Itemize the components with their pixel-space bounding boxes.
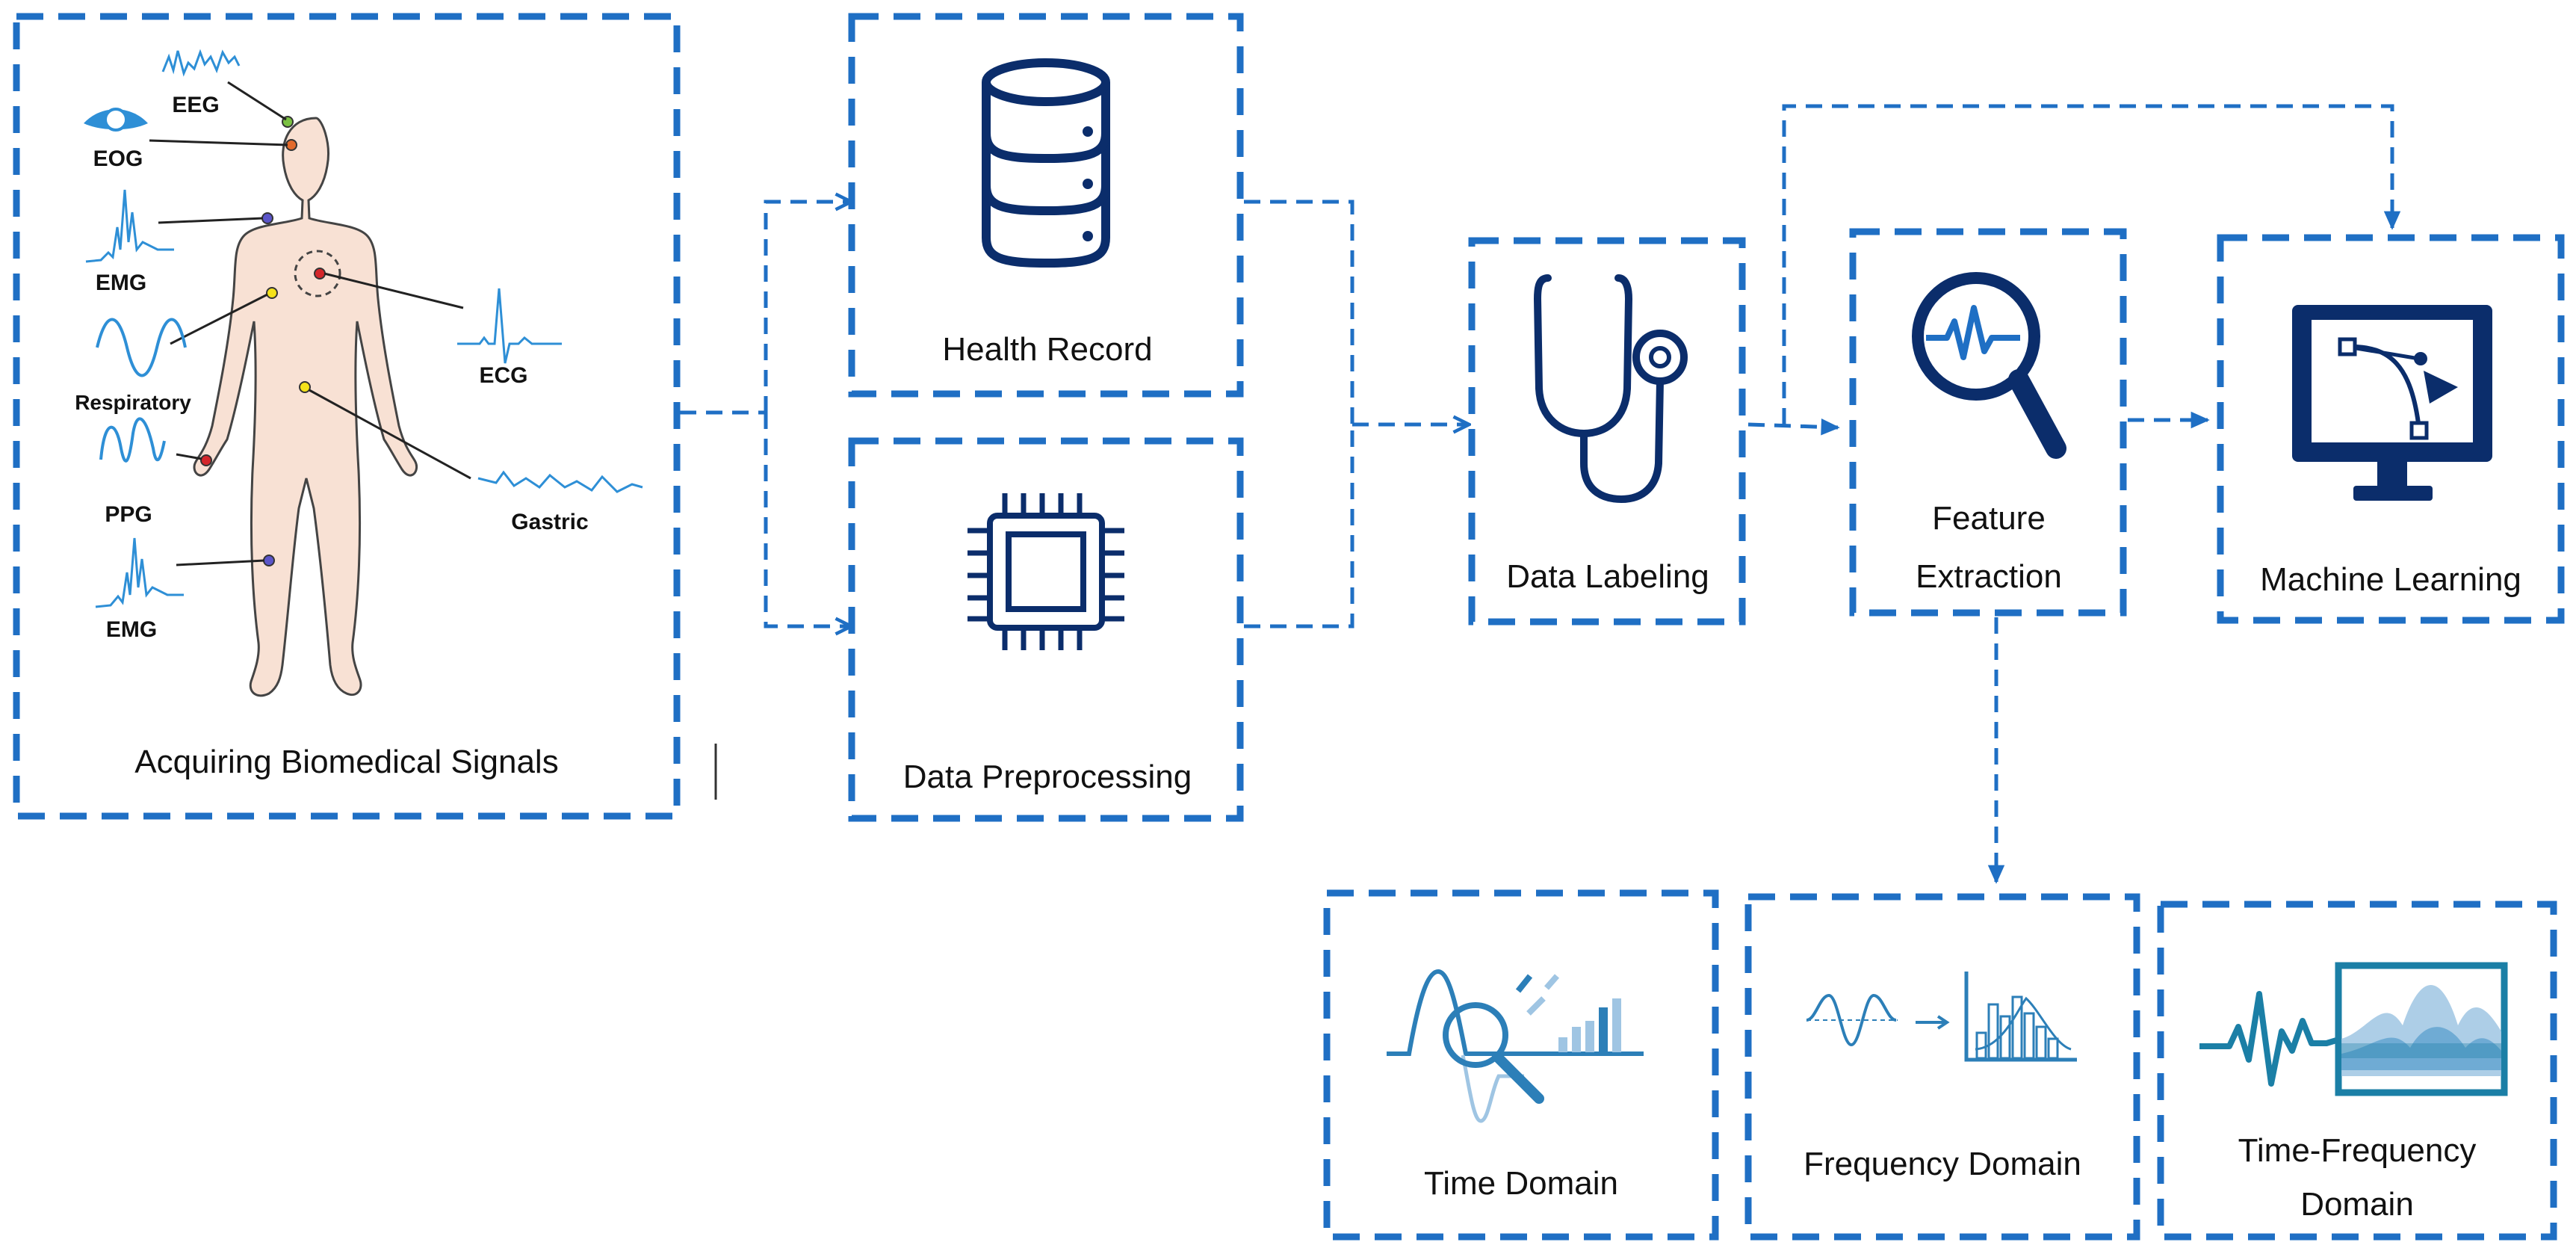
signal-label-respiratory: Respiratory [75, 391, 191, 414]
connector-preproc-merge [1244, 424, 1354, 629]
signal-label-gastric: Gastric [511, 510, 588, 534]
ecg-waveform-icon [457, 288, 562, 364]
label-tf-line2: Domain [2300, 1186, 2414, 1223]
label-time-domain: Time Domain [1424, 1165, 1618, 1202]
label-acquiring: Acquiring Biomedical Signals [134, 744, 558, 780]
connector-health-merge [1244, 200, 1354, 424]
magnifier-waveform-icon [1912, 272, 2066, 459]
time-domain-icon [1387, 969, 1644, 1123]
emg-bottom-waveform-icon [95, 537, 184, 608]
eye-icon [84, 108, 148, 132]
box-time-frequency [2157, 901, 2557, 1241]
respiratory-waveform-icon [96, 318, 187, 377]
box-feature [1849, 228, 2127, 617]
human-body-icon [149, 81, 471, 697]
label-preprocessing: Data Preprocessing [903, 759, 1192, 795]
emg-top-waveform-icon [85, 189, 174, 263]
label-tf-line1: Time-Frequency [2238, 1132, 2477, 1169]
signal-label-eeg: EEG [172, 93, 219, 117]
gastric-waveform-icon [477, 470, 643, 493]
time-frequency-icon [2199, 962, 2508, 1096]
monitor-vector-icon [2292, 305, 2492, 501]
ppg-waveform-icon [99, 417, 166, 463]
box-acquiring [13, 13, 681, 820]
box-time-domain [1323, 889, 1719, 1241]
signal-label-ppg: PPG [105, 502, 152, 527]
label-feature-line2: Extraction [1916, 558, 2062, 595]
frequency-domain-icon [1806, 972, 2077, 1062]
database-icon [982, 58, 1110, 268]
stethoscope-icon [1533, 274, 1688, 504]
connector-top-bypass [1782, 104, 2401, 424]
box-ml [2217, 234, 2565, 624]
connector-to-feature [1747, 419, 1840, 436]
label-labeling: Data Labeling [1506, 558, 1709, 595]
eeg-waveform-icon [161, 49, 241, 77]
box-labeling [1468, 237, 1746, 626]
connector-to-preproc [764, 413, 850, 626]
label-frequency-domain: Frequency Domain [1803, 1146, 2081, 1182]
box-frequency-domain [1744, 893, 2140, 1241]
chip-icon [967, 493, 1124, 650]
label-health-record: Health Record [942, 331, 1152, 368]
signal-label-eog: EOG [93, 146, 143, 171]
signal-label-emg-top: EMG [96, 271, 146, 295]
signal-label-emg-bottom: EMG [106, 617, 157, 642]
connector-to-health [764, 202, 850, 413]
label-ml: Machine Learning [2260, 561, 2521, 598]
signal-label-ecg: ECG [479, 363, 527, 388]
label-feature-line1: Feature [1932, 500, 2046, 537]
